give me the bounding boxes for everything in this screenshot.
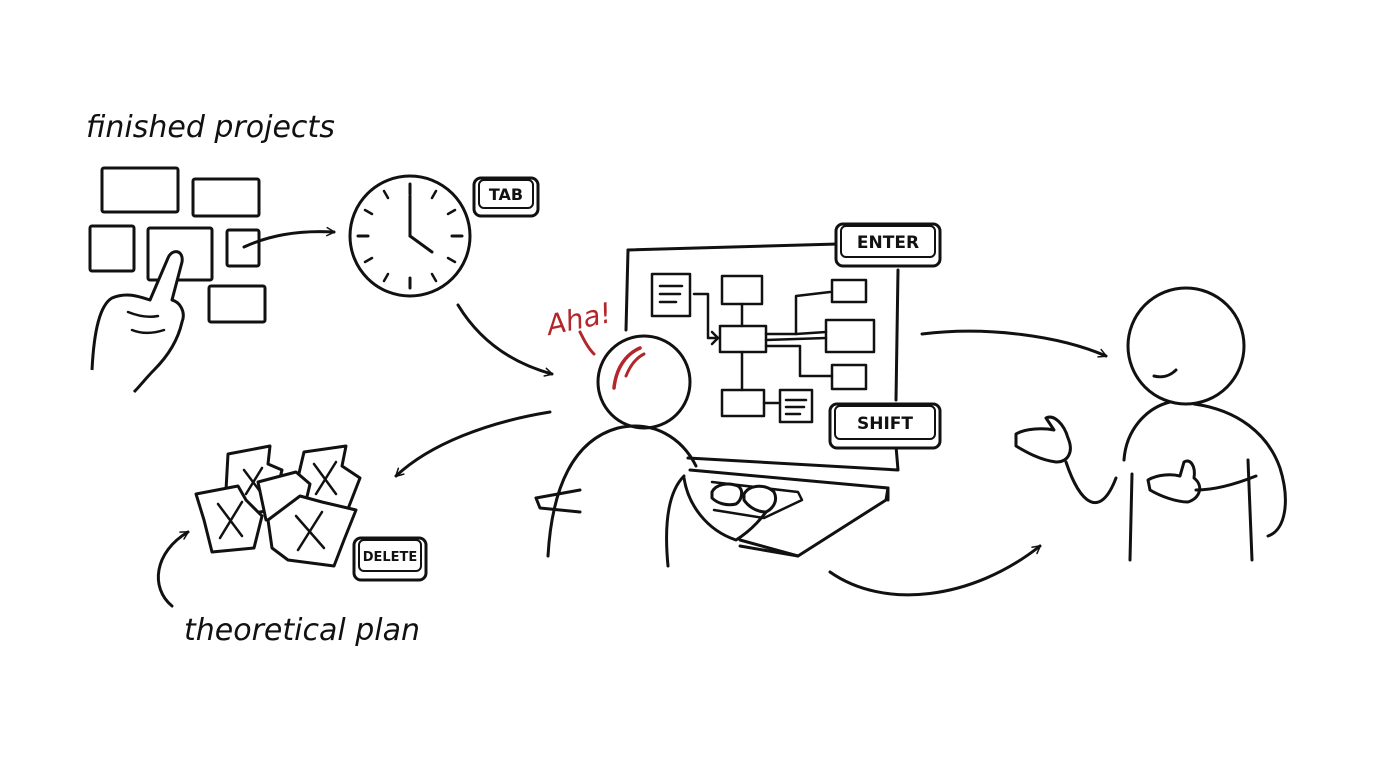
- finished-projects-label: finished projects: [86, 110, 335, 145]
- project-card-icon: [207, 284, 267, 324]
- enter-key-label: ENTER: [857, 233, 919, 253]
- enter-key: ENTER: [834, 222, 942, 268]
- tab-key-label: TAB: [489, 185, 523, 204]
- desk: [534, 468, 890, 558]
- shift-key: SHIFT: [828, 402, 942, 450]
- arrow-icon: [242, 226, 336, 249]
- project-card-icon: [100, 166, 180, 214]
- aha-tick: [578, 330, 596, 356]
- tab-key: TAB: [472, 176, 540, 218]
- delete-key: DELETE: [352, 536, 428, 582]
- project-cards: [88, 166, 267, 324]
- arrow-icon: [394, 410, 552, 478]
- shift-key-label: SHIFT: [857, 414, 913, 434]
- arrow-icon: [828, 544, 1042, 597]
- crumpled-paper-icon: [194, 444, 362, 568]
- arrow-icon: [156, 530, 190, 608]
- aha-exclamation: Aha!: [542, 296, 615, 342]
- theoretical-plan-label: theoretical plan: [184, 613, 420, 648]
- project-card-icon: [191, 177, 261, 218]
- arrow-icon: [920, 329, 1108, 358]
- listener-person-icon: [1014, 286, 1287, 562]
- typing-hands: [682, 476, 778, 542]
- person-icon: [546, 334, 698, 568]
- project-card-icon: [146, 226, 214, 282]
- flowchart-icon: [650, 272, 876, 424]
- arrow-icon: [456, 303, 554, 377]
- delete-key-label: DELETE: [363, 550, 418, 565]
- project-card-icon: [88, 224, 136, 273]
- project-card-icon: [225, 228, 261, 268]
- computer-screen-icon: [624, 242, 900, 472]
- pointing-hand-icon: [90, 250, 185, 394]
- clock-icon: [348, 174, 472, 298]
